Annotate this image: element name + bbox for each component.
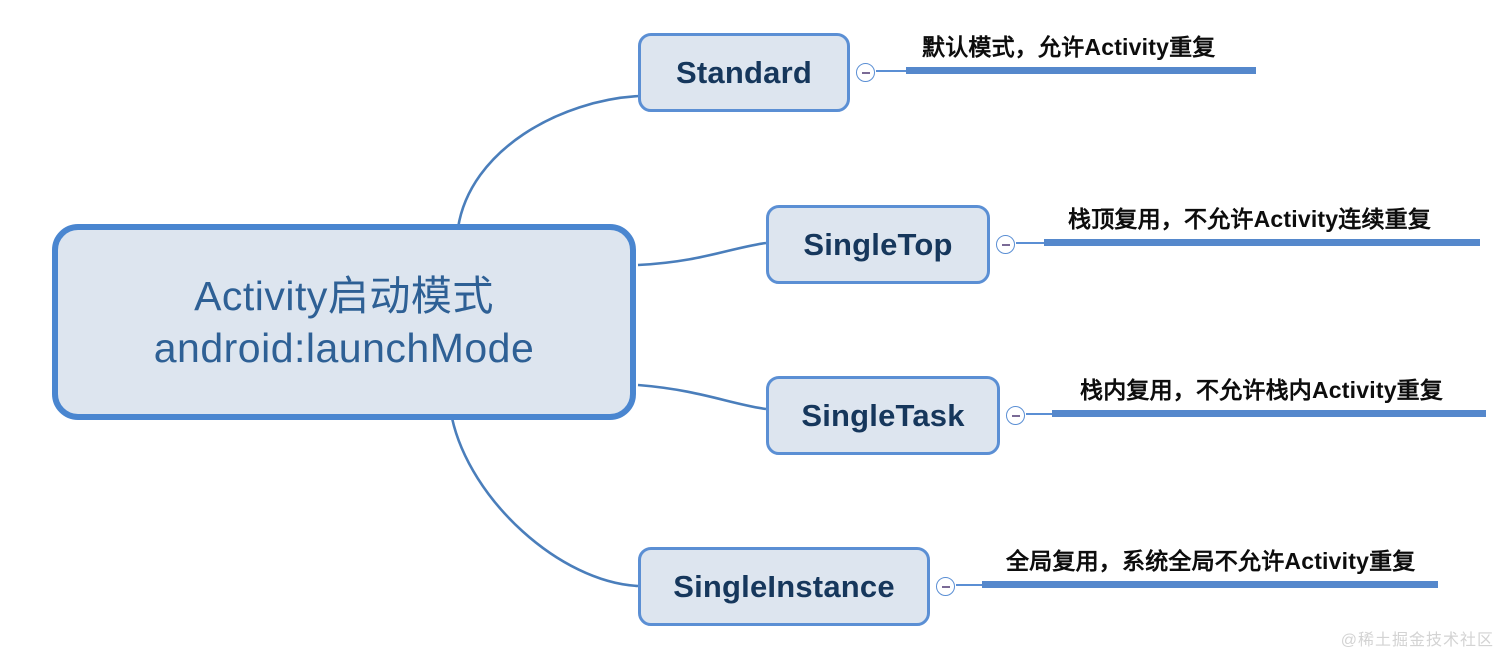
leaf-text-singleinstance: 全局复用，系统全局不允许Activity重复: [1006, 548, 1416, 574]
collapse-toggle-singletask[interactable]: [1006, 406, 1025, 425]
leaf-singleinstance: 全局复用，系统全局不允许Activity重复: [956, 542, 1438, 588]
minus-icon: [1001, 243, 1010, 246]
collapse-toggle-singleinstance[interactable]: [936, 577, 955, 596]
branch-label-singletop: SingleTop: [803, 226, 953, 262]
leaf-text-singletask: 栈内复用，不允许栈内Activity重复: [1080, 377, 1444, 403]
branch-node-singleinstance[interactable]: SingleInstance: [638, 547, 930, 626]
leaf-text-standard: 默认模式，允许Activity重复: [922, 34, 1216, 60]
minus-icon: [1011, 414, 1020, 417]
collapse-toggle-standard[interactable]: [856, 63, 875, 82]
root-title-line1: Activity启动模式: [194, 272, 494, 319]
leaf-rule-standard: [906, 67, 1256, 74]
leaf-stub-standard: [876, 69, 906, 72]
branch-label-standard: Standard: [676, 54, 812, 90]
leaf-stub-singletask: [1026, 412, 1052, 415]
leaf-rule-singletop: [1044, 239, 1480, 246]
minus-icon: [861, 71, 870, 74]
leaf-stub-singleinstance: [956, 583, 982, 586]
leaf-singletop: 栈顶复用，不允许Activity连续重复: [1016, 200, 1480, 246]
leaf-stub-singletop: [1016, 241, 1044, 244]
minus-icon: [941, 585, 950, 588]
branch-label-singleinstance: SingleInstance: [673, 568, 895, 604]
branch-node-singletask[interactable]: SingleTask: [766, 376, 1000, 455]
connector-to-singleinstance: [450, 417, 639, 588]
leaf-rule-singletask: [1052, 410, 1486, 417]
root-node[interactable]: Activity启动模式 android:launchMode: [52, 224, 636, 420]
branch-label-singletask: SingleTask: [801, 397, 965, 433]
connector-to-standard: [456, 94, 641, 229]
root-title-line2: android:launchMode: [153, 325, 535, 371]
leaf-standard: 默认模式，允许Activity重复: [876, 28, 1260, 74]
collapse-toggle-singletop[interactable]: [996, 235, 1015, 254]
branch-node-singletop[interactable]: SingleTop: [766, 205, 990, 284]
leaf-rule-singleinstance: [982, 581, 1438, 588]
branch-node-standard[interactable]: Standard: [638, 33, 850, 112]
connector-to-singletask: [637, 383, 767, 411]
leaf-singletask: 栈内复用，不允许栈内Activity重复: [1026, 371, 1486, 417]
leaf-text-singletop: 栈顶复用，不允许Activity连续重复: [1068, 206, 1432, 232]
watermark: @稀土掘金技术社区: [1340, 632, 1494, 649]
connector-to-singletop: [637, 241, 767, 267]
